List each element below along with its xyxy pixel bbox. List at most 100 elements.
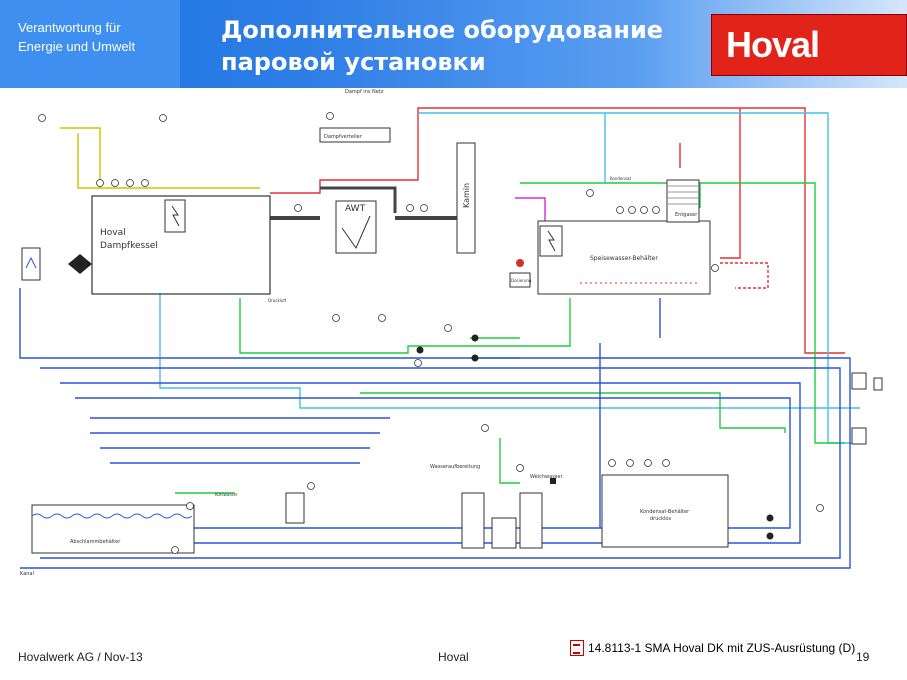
steam-network-label: Dampf ins Netz (345, 89, 384, 95)
softwater-line-3 (159, 293, 860, 409)
blowdown-air-label: Druckluft (268, 298, 287, 303)
instrument-22 (171, 546, 179, 554)
feed-line (239, 298, 571, 354)
page-number: 19 (856, 650, 870, 664)
pump-1 (471, 334, 479, 342)
heat-exchanger-1 (851, 372, 867, 390)
control-line (60, 127, 260, 189)
pump-5 (416, 346, 424, 354)
instrument-21 (186, 502, 194, 510)
trap-unit (873, 377, 883, 391)
pump-4 (766, 532, 774, 540)
chimney-label: Kamin (462, 183, 471, 208)
coolingwater-label: Kühlwasser (215, 492, 238, 497)
heat-exchanger-2 (851, 427, 867, 445)
condensate-label: Kondensat (610, 176, 631, 181)
instrument-28 (644, 459, 652, 467)
instrument-10 (420, 204, 428, 212)
logo-text: Hoval (726, 24, 820, 65)
instrument-13 (628, 206, 636, 214)
tagline: Verantwortung für Energie und Umwelt (0, 0, 180, 88)
feed-line-3 (360, 392, 786, 433)
awt-heat-exchanger (335, 200, 377, 254)
instrument-23 (307, 482, 315, 490)
instrument-30 (816, 504, 824, 512)
softwater-outlet (550, 478, 556, 484)
instrument-26 (608, 459, 616, 467)
steam-dashed (720, 262, 769, 289)
degasser (666, 179, 700, 223)
instrument-5 (141, 179, 149, 187)
instrument-17 (332, 314, 340, 322)
awt-label: AWT (345, 204, 366, 214)
tagline-line1: Verantwortung für (18, 20, 121, 35)
instrument-14 (640, 206, 648, 214)
instrument-2 (96, 179, 104, 187)
channel-label: Kanal (20, 571, 34, 577)
cooler-icon (25, 256, 37, 269)
dosing-pump (516, 259, 524, 267)
steam-boiler (91, 195, 271, 295)
distributor-label: Dampfverteiler (324, 134, 363, 140)
instrument-15 (652, 206, 660, 214)
pdf-attachment-link[interactable]: 14.8113-1 SMA Hoval DK mit ZUS-Ausrüstun… (570, 640, 855, 656)
feed-pumps (470, 337, 520, 359)
burner-icon (68, 254, 92, 274)
pump-3 (766, 514, 774, 522)
flue-pipe-2 (320, 186, 397, 213)
brine-tank (491, 517, 517, 549)
sample-cooler (285, 492, 305, 524)
awt-coil (341, 215, 371, 250)
boiler-label-1: Hoval (100, 228, 126, 238)
header-bar: Verantwortung für Energie und Umwelt Доп… (0, 0, 907, 88)
title-line2: паровой установки (221, 48, 486, 76)
instrument-29 (662, 459, 670, 467)
steam-plant-schematic: Hoval Dampfkessel AWT Kamin Speisewasser… (19, 89, 883, 577)
instrument-27 (626, 459, 634, 467)
footer-center: Hoval (438, 650, 469, 664)
condensate-loop-4 (75, 397, 791, 529)
feedwater-tank (537, 220, 711, 295)
softwater-out (499, 438, 520, 484)
steam-distributor (319, 127, 391, 143)
boiler-control-box (164, 199, 186, 233)
lightning-icon (171, 205, 180, 227)
instrument-3 (111, 179, 119, 187)
tagline-line2: Energie und Umwelt (18, 39, 136, 54)
footer-company: Hovalwerk AG / Nov-13 (18, 650, 143, 664)
softener-2 (519, 492, 543, 549)
feedwater-label: Speisewasser-Behälter (590, 255, 658, 262)
instrument-4 (126, 179, 134, 187)
instrument-25 (516, 464, 524, 472)
water-treatment-label: Wasseraufbereitung (430, 464, 480, 470)
degasser-label: Entgaser (675, 212, 698, 218)
instrument-6 (159, 114, 167, 122)
lightning-icon-2 (547, 230, 556, 252)
condensate-loop-3 (60, 382, 801, 544)
instrument-18 (378, 314, 386, 322)
softener-1 (461, 492, 485, 549)
dosing-label: Dosierung (511, 278, 532, 283)
page-title: Дополнительное оборудование паровой уста… (221, 14, 663, 78)
condensate-vertical (599, 298, 661, 528)
pdf-file-icon (570, 640, 584, 656)
condensate-loop-1 (19, 288, 851, 569)
blowdown-label: Abschlammbehälter (70, 539, 121, 545)
chimney (456, 142, 476, 254)
steam-line (270, 107, 845, 354)
condensate-tank-label-1: Kondensat-Behälter (640, 509, 690, 515)
instrument-20 (414, 359, 422, 367)
condensate-branches (90, 417, 390, 464)
pump-2 (471, 354, 479, 362)
instrument-8 (326, 112, 334, 120)
instrument-16 (711, 264, 719, 272)
pdf-link-text: 14.8113-1 SMA Hoval DK mit ZUS-Ausrüstun… (588, 641, 856, 655)
instrument-7 (294, 204, 302, 212)
instrument-19 (444, 324, 452, 332)
title-line1: Дополнительное оборудование (221, 16, 664, 44)
tank-control-box (539, 225, 563, 257)
steam-line-2 (720, 108, 741, 259)
blowdown-tank (31, 504, 195, 554)
instrument-12 (616, 206, 624, 214)
condensate-loop-2 (40, 367, 841, 559)
